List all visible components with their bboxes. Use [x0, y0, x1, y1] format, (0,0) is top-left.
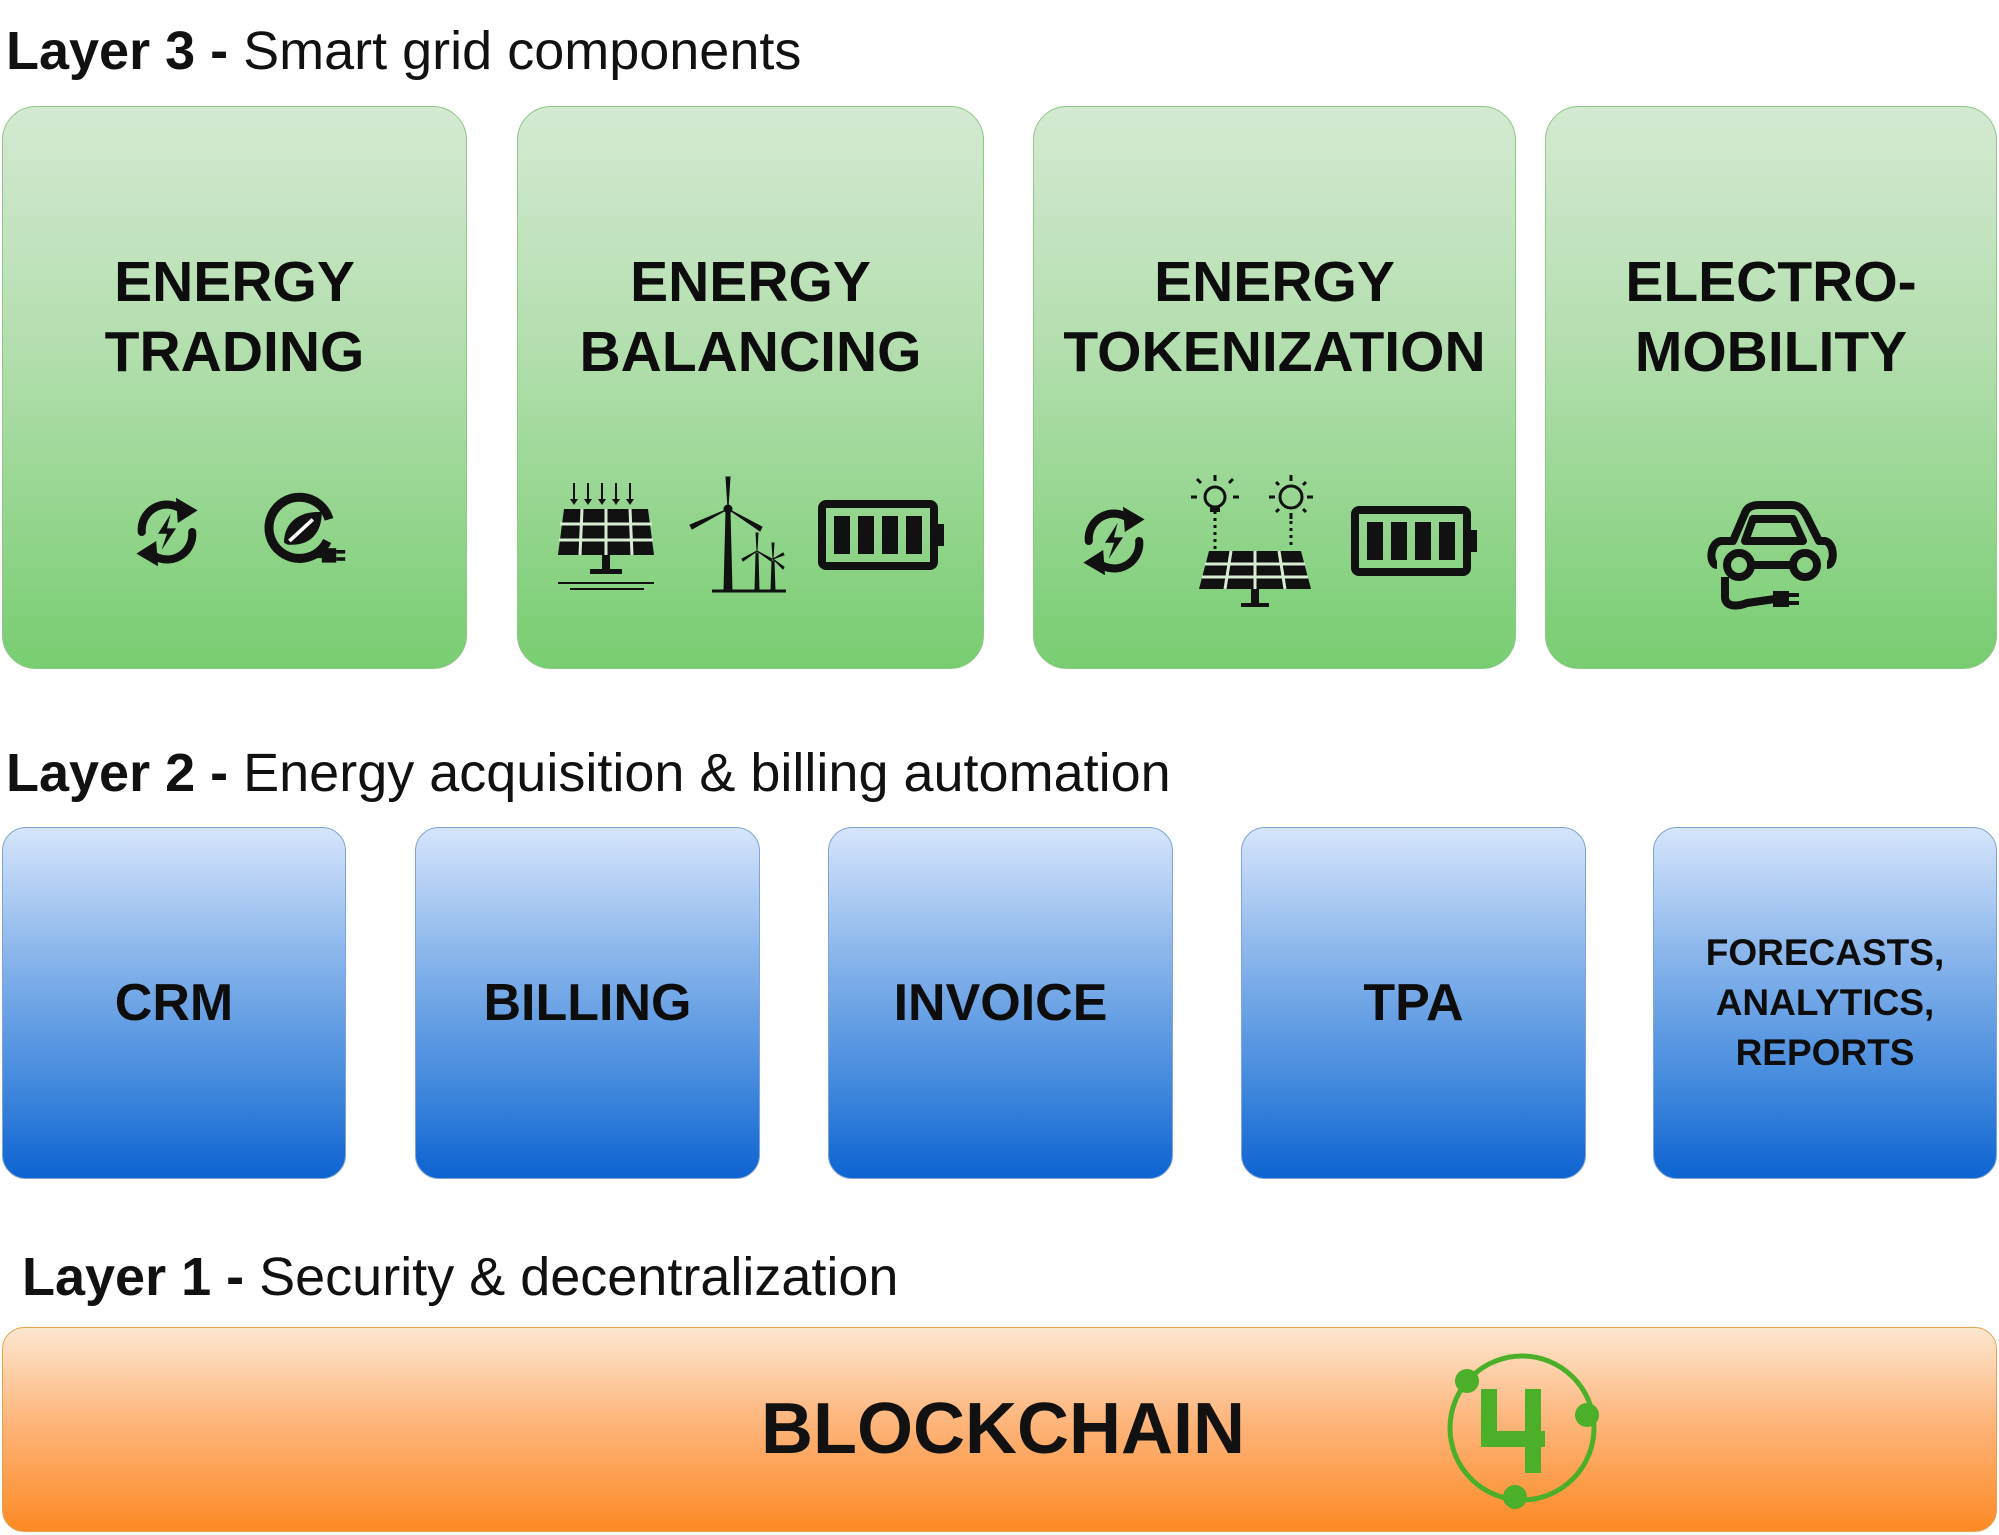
eco-leaf-plug-icon [264, 492, 346, 563]
energy-trading-icons [3, 487, 466, 577]
energy-cycle-icon [136, 497, 198, 567]
layer1-description: Security & decentralization [259, 1247, 899, 1307]
layer3-heading: Layer 3 - Smart grid components [6, 24, 801, 78]
bulb-sun-solar-icon [1190, 475, 1313, 607]
blockchain-4-logo: 4 [1437, 1343, 1599, 1509]
electro-mobility-card: ELECTRO- MOBILITY [1545, 106, 1997, 669]
energy-balancing-card: ENERGY BALANCING [517, 106, 984, 669]
energy-cycle-icon [1082, 506, 1145, 576]
layer2-description: Energy acquisition & billing automation [243, 743, 1171, 803]
tpa-title: TPA [1363, 974, 1464, 1032]
billing-title: BILLING [483, 974, 692, 1032]
blockchain-title: BLOCKCHAIN [761, 1389, 1245, 1469]
crm-title: CRM [114, 974, 234, 1032]
invoice-title: INVOICE [893, 974, 1108, 1032]
electric-car-icon [1707, 501, 1837, 610]
billing-card: BILLING [415, 827, 760, 1179]
layer3-label: Layer 3 - [6, 21, 244, 81]
energy-balancing-title: ENERGY BALANCING [579, 250, 922, 384]
invoice-card: INVOICE [828, 827, 1173, 1179]
energy-tokenization-card: ENERGY TOKENIZATION [1033, 106, 1516, 669]
layer2-label: Layer 2 - [6, 743, 244, 803]
energy-balancing-icons [518, 475, 983, 595]
electro-mobility-icons [1546, 499, 1996, 617]
battery-icon [1350, 506, 1477, 576]
layer1-heading: Layer 1 - Security & decentralization [22, 1250, 898, 1304]
solar-panel-icon [557, 483, 654, 590]
layer3-description: Smart grid components [243, 21, 802, 81]
forecasts-title: FORECASTS, ANALYTICS, REPORTS [1705, 932, 1945, 1073]
electro-mobility-title: ELECTRO- MOBILITY [1625, 250, 1917, 384]
battery-icon [817, 500, 944, 570]
energy-trading-title: ENERGY TRADING [104, 250, 365, 384]
blockchain-bar: BLOCKCHAIN 4 [2, 1327, 1997, 1532]
layer1-label: Layer 1 - [22, 1247, 260, 1307]
energy-trading-card: ENERGY TRADING [2, 106, 467, 669]
forecasts-card: FORECASTS, ANALYTICS, REPORTS [1653, 827, 1997, 1179]
crm-card: CRM [2, 827, 346, 1179]
tpa-card: TPA [1241, 827, 1586, 1179]
wind-turbine-icon [688, 476, 786, 593]
energy-tokenization-icons [1034, 471, 1515, 611]
energy-tokenization-title: ENERGY TOKENIZATION [1063, 250, 1486, 384]
layer2-heading: Layer 2 - Energy acquisition & billing a… [6, 746, 1171, 800]
blockchain-logo-text: 4 [1437, 1343, 1438, 1344]
